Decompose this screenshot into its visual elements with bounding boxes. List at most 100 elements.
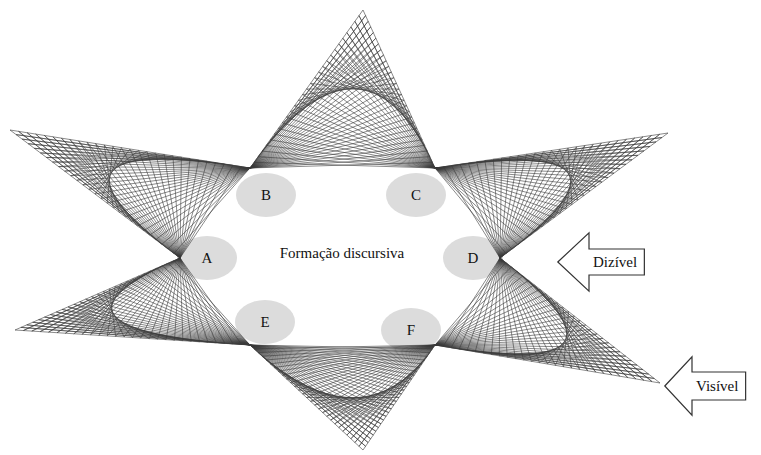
string-line [500,151,552,259]
string-line [250,345,430,353]
string-line [435,168,512,249]
string-line [435,321,580,346]
string-line [16,135,250,168]
string-line [180,164,224,258]
string-line [435,168,524,240]
string-line [435,267,511,345]
string-line [133,279,250,345]
string-line [124,258,180,337]
string-line [180,258,225,343]
region-letter: C [409,187,423,204]
string-line [250,55,384,168]
center-label: Formação discursiva [278,245,407,262]
string-line [162,168,250,244]
string-line [359,16,432,163]
arrow-callout: Visível [664,356,746,416]
petal-mesh [10,10,668,450]
string-line [139,150,180,258]
region-letter: F [405,322,417,339]
callout-text: Dizível [593,254,637,271]
string-line [258,157,435,168]
shaded-region [235,300,295,344]
string-line [468,163,500,258]
string-line [451,348,648,374]
string-line [180,165,233,258]
arrow-callout: Dizível [557,232,645,292]
string-line [127,281,250,345]
string-line [552,151,585,196]
callout-text: Visível [696,378,738,395]
string-line [250,345,384,420]
string-line [180,258,233,344]
string-line [250,345,363,450]
region-letter: D [466,250,481,267]
string-line [250,44,378,168]
string-line [363,10,435,168]
string-line [500,258,540,363]
string-line [500,258,548,364]
string-line [435,345,649,374]
string-line [460,164,500,258]
string-line [435,325,586,345]
string-line [10,130,250,168]
string-line [467,258,500,350]
shaded-region [386,173,446,217]
string-line [278,129,435,169]
string-line [150,168,250,235]
string-line [254,349,366,447]
string-line [156,268,250,345]
string-line [435,298,551,345]
string-line [500,158,502,258]
string-line [32,258,180,331]
string-line [435,142,656,168]
string-line [278,345,435,371]
string-line [19,131,180,258]
string-line [40,153,250,168]
string-line [151,271,251,345]
string-line [311,83,402,94]
string-line [435,345,626,356]
string-line [121,284,250,345]
string-line [180,258,216,343]
string-line [443,346,654,378]
string-line [133,258,181,338]
string-line [168,168,250,249]
string-line [500,137,643,258]
string-line [459,258,500,349]
string-line [168,263,250,345]
string-line [435,345,654,379]
string-line [254,162,435,168]
string-line [16,135,241,167]
string-line [452,166,500,259]
string-line [262,356,371,439]
string-line [180,163,216,258]
string-line [180,258,208,342]
string-line [130,149,180,258]
string-line [435,345,631,361]
string-line [34,148,250,168]
string-line [32,263,168,331]
string-line [435,138,662,169]
string-line [266,145,435,168]
string-line [156,153,180,258]
string-line [180,258,242,345]
string-line [164,154,180,258]
string-line [518,137,643,245]
string-line [500,258,515,359]
string-line [435,345,614,347]
string-line [435,168,518,245]
shaded-region [443,236,503,280]
string-line [156,168,250,240]
string-line [355,21,430,156]
string-line [500,141,618,259]
string-line [435,276,523,345]
string-line [46,157,250,168]
string-line [22,139,233,165]
region-letter: B [259,187,273,204]
string-line [23,261,174,331]
string-line [435,168,542,227]
string-line [22,139,250,168]
string-line [250,95,402,168]
string-line [174,168,250,253]
